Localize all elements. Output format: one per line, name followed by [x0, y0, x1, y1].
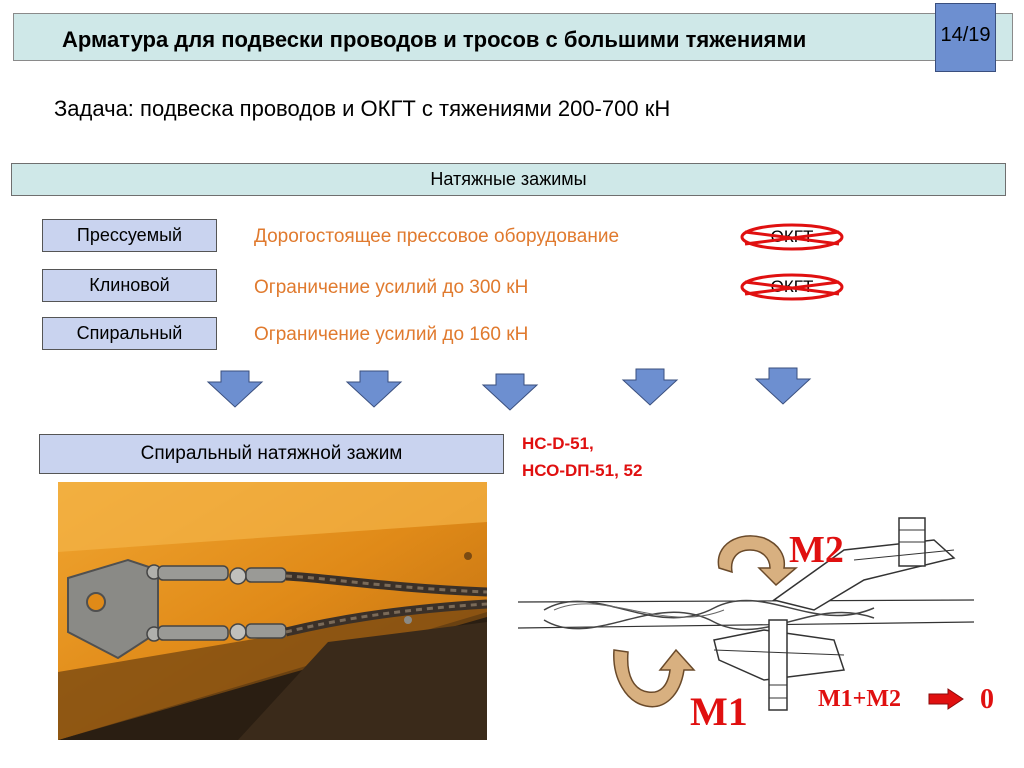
clamp-drawing [517, 517, 974, 711]
down-arrow-icon [345, 370, 403, 408]
right-arrow-icon [928, 688, 964, 710]
okgt-crossed-badge: ОКГТ [739, 272, 845, 302]
task-text: Задача: подвеска проводов и ОКГТ с тяжен… [54, 96, 671, 121]
desc-pressed: Дорогостоящее прессовое оборудование [254, 226, 620, 247]
moment-m1-label: М1 [690, 689, 748, 734]
desc-wedge: Ограничение усилий до 300 кН [254, 277, 529, 298]
down-arrow-icon [206, 370, 264, 408]
moment-sum-label: М1+М2 [818, 686, 901, 712]
slide-title: Арматура для подвески проводов и тросов … [62, 27, 807, 52]
strike-icon [744, 280, 840, 296]
clamp-photo [58, 482, 487, 740]
type-pressed: Прессуемый [42, 219, 217, 252]
page-number: 14/19 [935, 3, 996, 72]
down-arrow-icon [754, 367, 812, 405]
type-spiral: Спиральный [42, 317, 217, 350]
down-arrow-icon [621, 368, 679, 406]
moment-zero-label: 0 [980, 684, 994, 715]
okgt-crossed-badge: ОКГТ [739, 222, 845, 252]
moment-m2-label: М2 [789, 529, 844, 571]
result-box: Спиральный натяжной зажим [39, 434, 504, 474]
section-header: Натяжные зажимы [11, 163, 1006, 196]
title-bar: Арматура для подвески проводов и тросов … [13, 13, 1013, 61]
type-wedge: Клиновой [42, 269, 217, 302]
strike-icon [744, 230, 840, 246]
model-line-2: НСО-DП-51, 52 [522, 461, 643, 480]
desc-spiral: Ограничение усилий до 160 кН [254, 324, 529, 345]
down-arrow-icon [481, 373, 539, 411]
model-line-1: НС-D-51, [522, 434, 594, 453]
